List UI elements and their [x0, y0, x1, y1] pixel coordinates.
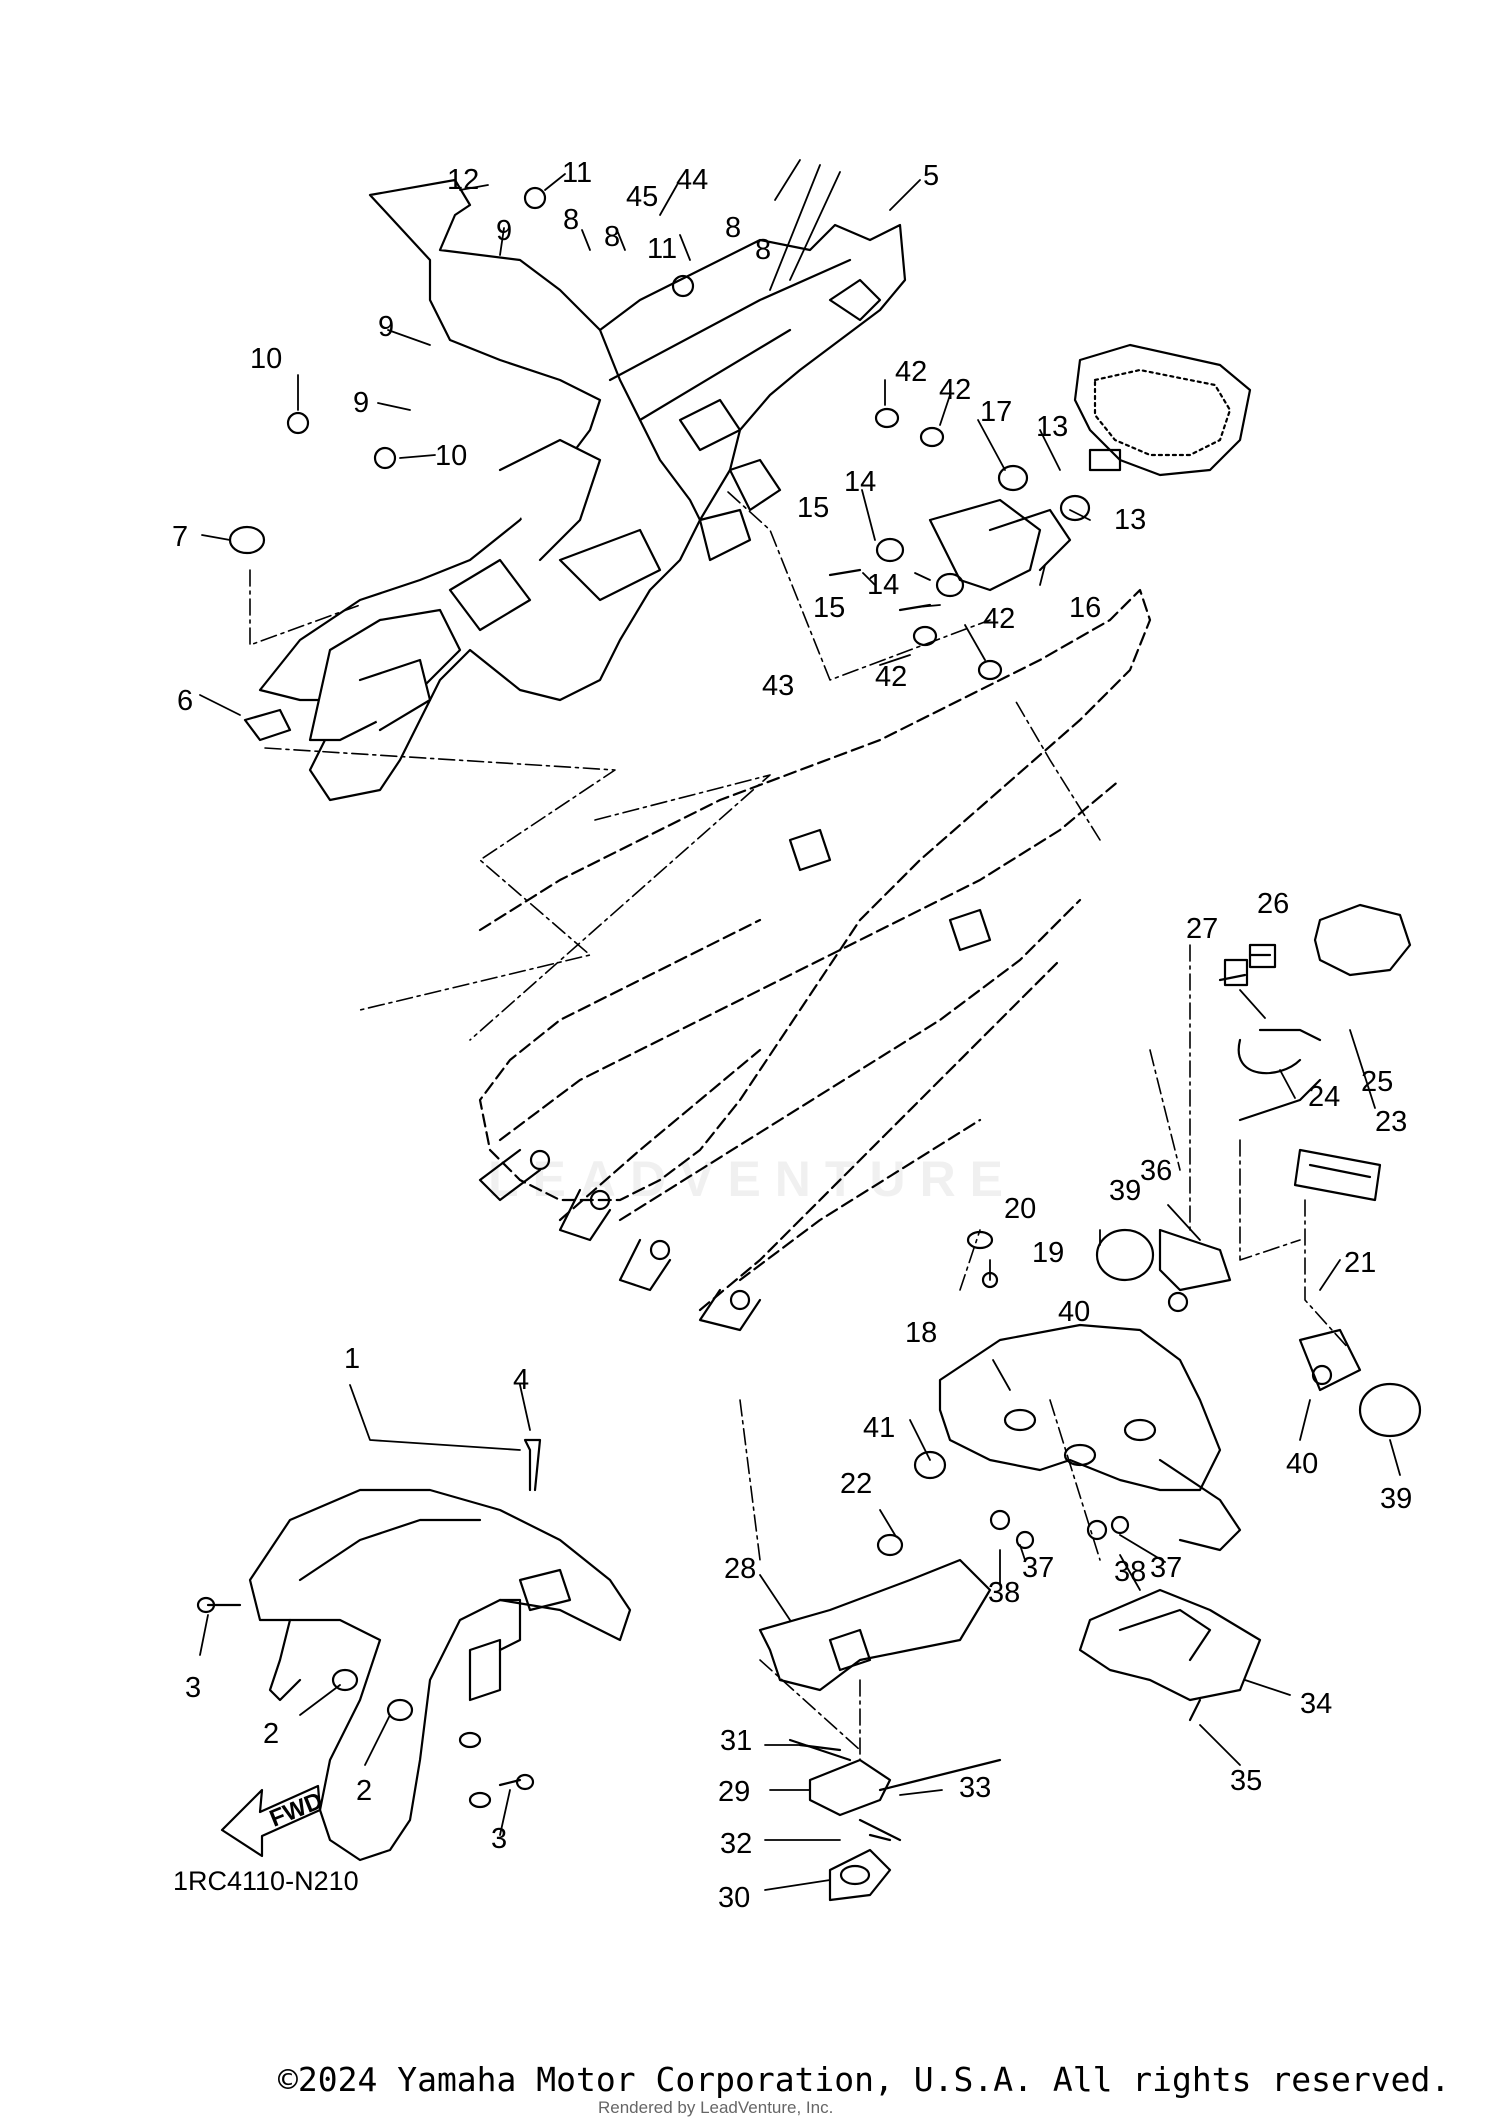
seat-lock	[788, 1738, 1002, 1902]
callout-2: 2	[263, 1718, 279, 1750]
callout-42: 42	[875, 661, 907, 693]
callout-37: 37	[1022, 1552, 1054, 1584]
part-code: 1RC4110-N210	[173, 1866, 359, 1896]
callout-35: 35	[1230, 1765, 1262, 1797]
callout-9: 9	[353, 387, 369, 419]
callout-30: 30	[718, 1882, 750, 1914]
leadventure-watermark: LEADVENTURE	[488, 1151, 1018, 1207]
fasteners	[196, 186, 1333, 1842]
callout-8: 8	[563, 204, 579, 236]
callout-8: 8	[725, 212, 741, 244]
callout-45: 45	[626, 181, 658, 213]
rendered-by: Rendered by LeadVenture, Inc.	[598, 2098, 834, 2117]
callout-39: 39	[1109, 1175, 1141, 1207]
callout-32: 32	[720, 1828, 752, 1860]
callout-20: 20	[1004, 1193, 1036, 1225]
rear-cover	[938, 1323, 1242, 1552]
front-fender	[248, 1488, 632, 1862]
callout-25: 25	[1361, 1066, 1393, 1098]
callout-42: 42	[939, 374, 971, 406]
alignment-lines	[249, 491, 1351, 1761]
reflector-left	[1095, 1228, 1232, 1292]
callout-10: 10	[435, 440, 467, 472]
callout-26: 26	[1257, 888, 1289, 920]
leader-lines	[199, 159, 1401, 1891]
callout-1: 1	[344, 1343, 360, 1375]
callout-40: 40	[1286, 1448, 1318, 1480]
taillight-lens	[1073, 343, 1252, 477]
fwd-label: FWD	[266, 1787, 327, 1833]
callout-17: 17	[980, 396, 1012, 428]
callout-16: 16	[1069, 592, 1101, 624]
copyright-notice: ©2024 Yamaha Motor Corporation, U.S.A. A…	[278, 2060, 1451, 2099]
callout-14: 14	[844, 466, 876, 498]
callout-29: 29	[718, 1776, 750, 1808]
callout-39: 39	[1380, 1483, 1412, 1515]
callout-33: 33	[959, 1772, 991, 1804]
callout-38: 38	[988, 1577, 1020, 1609]
callout-13: 13	[1114, 504, 1146, 536]
callout-19: 19	[1032, 1237, 1064, 1269]
callout-24: 24	[1308, 1081, 1340, 1113]
callout-44: 44	[676, 164, 708, 196]
license-light	[1293, 1148, 1382, 1202]
callout-42: 42	[983, 603, 1015, 635]
rear-fender	[258, 178, 907, 802]
callout-13: 13	[1036, 411, 1068, 443]
callout-4: 4	[513, 1364, 529, 1396]
callout-12: 12	[447, 164, 479, 196]
callout-3: 3	[185, 1672, 201, 1704]
callout-28: 28	[724, 1553, 756, 1585]
callout-10: 10	[250, 343, 282, 375]
frame-mounts	[478, 828, 992, 1332]
bracket-28	[758, 1558, 992, 1692]
callout-8: 8	[755, 234, 771, 266]
callout-34: 34	[1300, 1688, 1332, 1720]
callout-38: 38	[1114, 1556, 1146, 1588]
callout-27: 27	[1186, 913, 1218, 945]
callout-7: 7	[172, 521, 188, 553]
callout-31: 31	[720, 1725, 752, 1757]
callout-9: 9	[496, 215, 512, 247]
callout-9: 9	[378, 311, 394, 343]
callout-40: 40	[1058, 1296, 1090, 1328]
callout-41: 41	[863, 1412, 895, 1444]
callout-3: 3	[491, 1823, 507, 1855]
subframe	[478, 588, 1152, 1312]
callout-23: 23	[1375, 1106, 1407, 1138]
callout-11: 11	[647, 233, 677, 265]
callout-15: 15	[797, 492, 829, 524]
callout-42: 42	[895, 356, 927, 388]
callout-22: 22	[840, 1468, 872, 1500]
callout-11: 11	[562, 157, 592, 189]
callout-21: 21	[1344, 1247, 1376, 1279]
fwd-arrow-icon: FWD	[220, 1784, 327, 1858]
callout-5: 5	[923, 160, 939, 192]
plate-bracket	[1078, 1588, 1262, 1702]
callout-6: 6	[177, 685, 193, 717]
callout-43: 43	[762, 670, 794, 702]
callout-18: 18	[905, 1317, 937, 1349]
tail-bracket	[928, 498, 1072, 592]
callout-15: 15	[813, 592, 845, 624]
callout-14: 14	[867, 569, 899, 601]
callout-36: 36	[1140, 1155, 1172, 1187]
callout-8: 8	[604, 221, 620, 253]
callout-2: 2	[356, 1775, 372, 1807]
callout-37: 37	[1150, 1552, 1182, 1584]
